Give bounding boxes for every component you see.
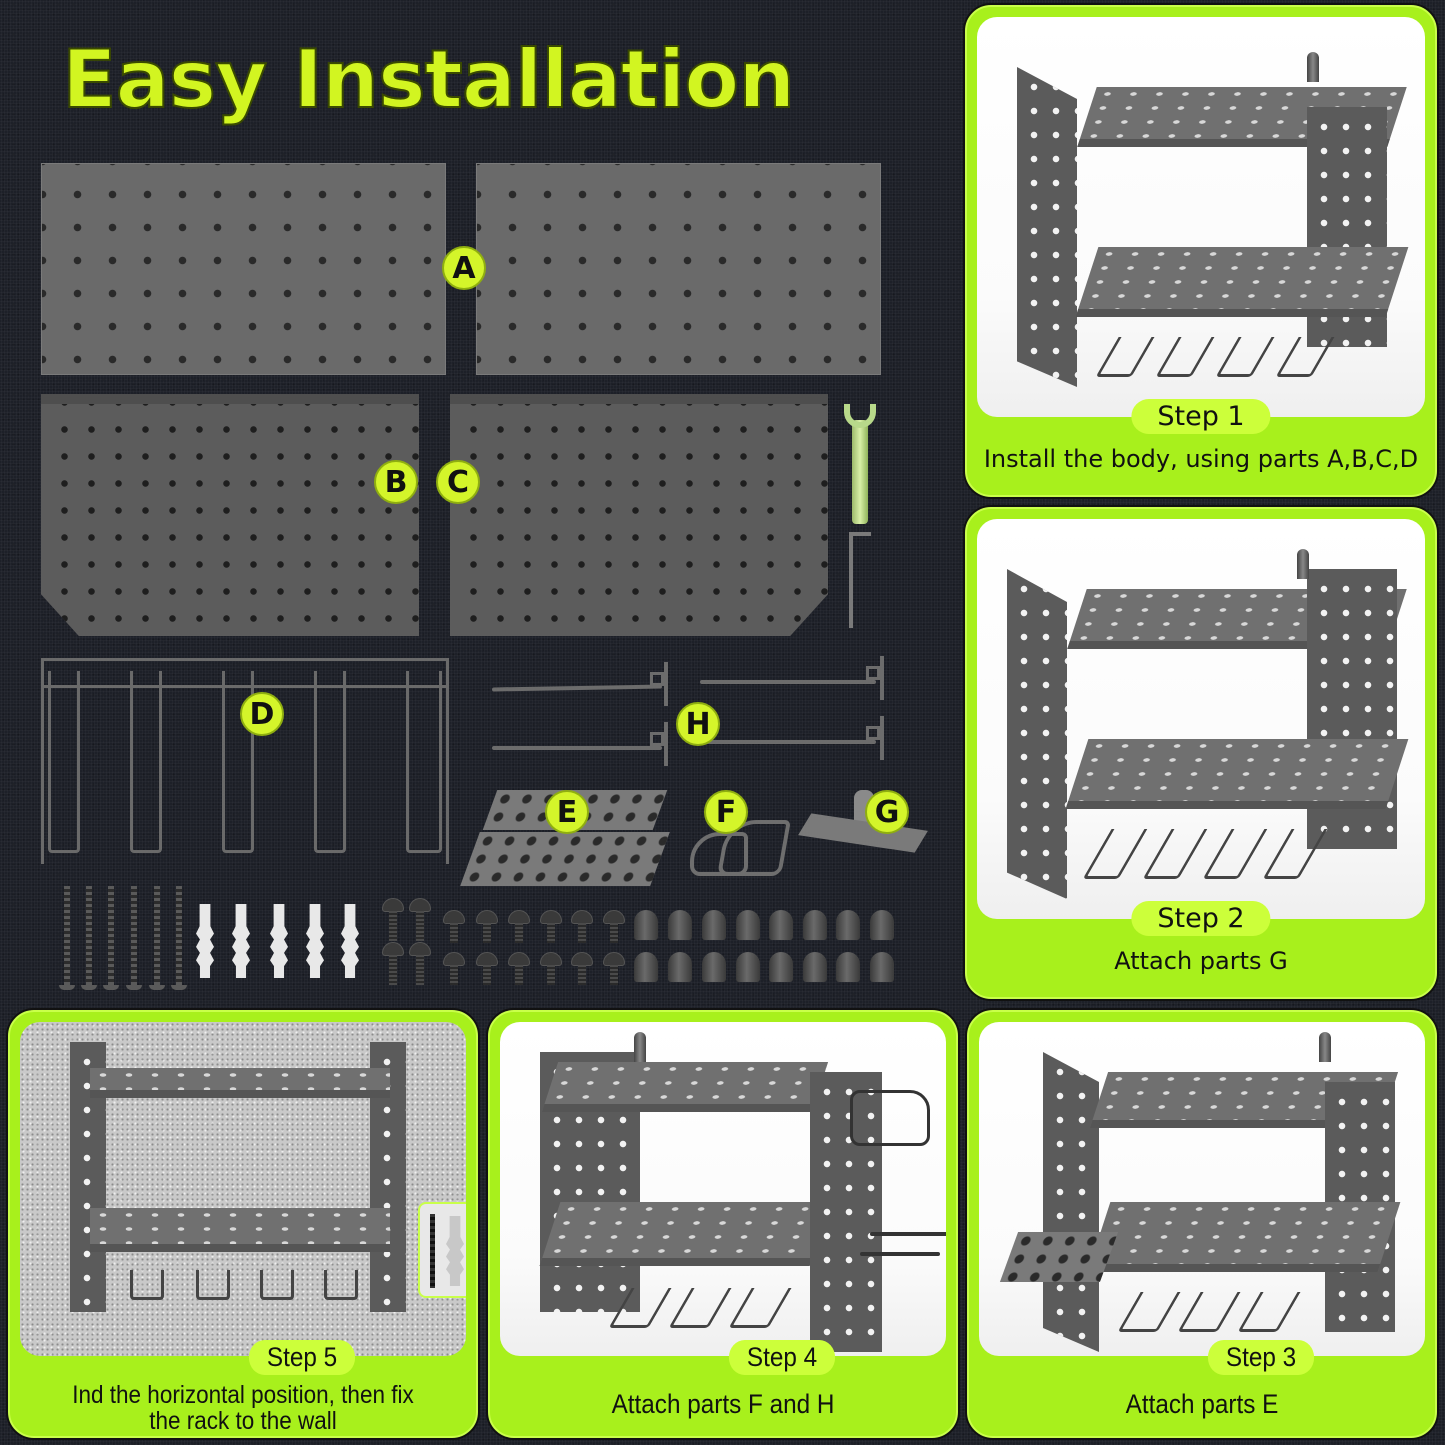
part-a-plate-left [41, 163, 446, 375]
step-5-description-line-2: the rack to the wall [149, 1407, 337, 1435]
screw-icon [430, 1214, 435, 1288]
part-c-badge: C [436, 460, 480, 504]
step-1-photo [977, 17, 1425, 417]
step-2-panel: Step 2 Attach parts G [965, 507, 1437, 999]
part-c-lip [450, 394, 828, 404]
step-1-panel: Step 1 Install the body, using parts A,B… [965, 5, 1437, 497]
part-a-plate-right [476, 163, 881, 375]
step-5-photo [20, 1022, 466, 1356]
rack-illustration [520, 1032, 946, 1352]
screw-anchor-callout [418, 1202, 466, 1298]
part-e-attached [999, 1232, 1119, 1282]
step-4-description: Attach parts F and H [611, 1389, 835, 1419]
step-4-label: Step 4 [728, 1340, 836, 1375]
part-b-lip [41, 394, 419, 404]
step-2-label: Step 2 [1131, 901, 1271, 936]
part-g-badge: G [865, 790, 909, 834]
part-a-badge: A [442, 246, 486, 290]
hex-key-arm [849, 532, 871, 536]
part-c-plate [450, 404, 828, 636]
part-e-tool-holder-base [460, 832, 670, 886]
hex-key-icon [849, 532, 853, 628]
part-h-badge: H [676, 702, 720, 746]
rack-illustration [1007, 47, 1409, 407]
step-4-panel: Step 4 Attach parts F and H [488, 1010, 958, 1438]
part-f-badge: F [704, 790, 748, 834]
part-e-badge: E [545, 790, 589, 834]
step-5-panel: Step 5 Ind the horizontal position, then… [8, 1010, 478, 1438]
page-title: Easy Installation [61, 33, 796, 126]
step-3-description: Attach parts E [1125, 1389, 1279, 1419]
rack-illustration [70, 1042, 410, 1332]
wall-anchor-icon [446, 1216, 464, 1286]
step-2-photo [977, 519, 1425, 919]
part-f-hanger [850, 1090, 930, 1146]
part-b-badge: B [374, 460, 418, 504]
step-3-panel: Step 3 Attach parts E [967, 1010, 1437, 1438]
wrench-icon [852, 420, 868, 524]
step-3-photo [979, 1022, 1425, 1356]
step-5-label: Step 5 [248, 1340, 356, 1375]
step-3-label: Step 3 [1207, 1340, 1315, 1375]
rack-illustration [999, 1032, 1419, 1352]
step-5-description-line-1: Ind the horizontal position, then fix [72, 1381, 414, 1409]
part-d-wire-rack [41, 658, 449, 864]
part-b-plate [41, 404, 419, 636]
step-4-photo [500, 1022, 946, 1356]
step-1-description: Install the body, using parts A,B,C,D [983, 445, 1419, 473]
part-f-bracket [690, 832, 748, 876]
rack-illustration [997, 549, 1417, 909]
step-1-label: Step 1 [1131, 399, 1271, 434]
step-2-description: Attach parts G [1114, 947, 1288, 975]
wrench-head-icon [844, 404, 876, 428]
part-d-badge: D [240, 692, 284, 736]
